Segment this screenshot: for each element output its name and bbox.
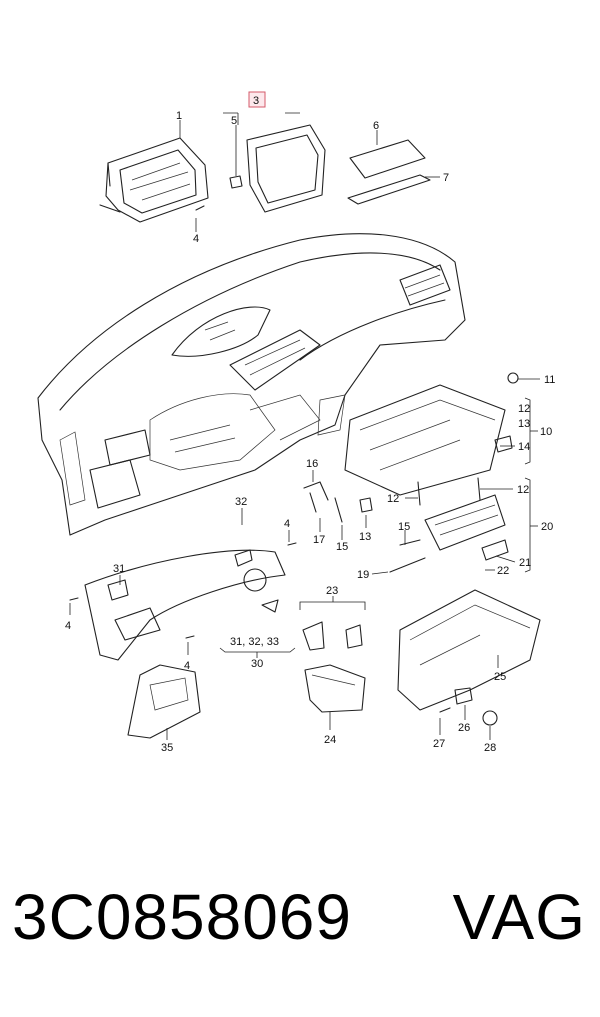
callout-7: 7 (443, 172, 449, 184)
callout-13a: 13 (518, 418, 530, 430)
callout-19: 19 (357, 569, 369, 581)
part-7-trim-strip (347, 174, 431, 205)
exploded-parts-diagram: 1 3 5 6 7 4 11 12 13 10 14 16 12 12 32 4… (37, 91, 555, 754)
part-23-clips (302, 621, 363, 651)
part-6-cover-panel (349, 139, 426, 179)
callout-27: 27 (433, 738, 445, 750)
callout-31-32-33: 31, 32, 33 (230, 636, 279, 648)
callout-13b: 13 (359, 531, 371, 543)
callout-35: 35 (161, 742, 173, 754)
callout-12c: 12 (387, 493, 399, 505)
callout-15a: 15 (398, 521, 410, 533)
callout-30: 30 (251, 658, 263, 670)
callout-6: 6 (373, 120, 379, 132)
callout-14: 14 (518, 441, 530, 453)
highlight-box-3 (248, 91, 266, 108)
part-lower-trim-panel (84, 549, 286, 661)
callout-17: 17 (313, 534, 325, 546)
dashboard-main-body (37, 233, 466, 536)
part-25-glove-box (397, 589, 541, 726)
callout-25: 25 (494, 671, 506, 683)
callout-23: 23 (326, 585, 338, 597)
callout-10: 10 (540, 426, 552, 438)
callout-15b: 15 (336, 541, 348, 553)
callout-labels: 1 3 5 6 7 4 11 12 13 10 14 16 12 12 32 4… (65, 95, 555, 754)
callout-4c: 4 (65, 620, 71, 632)
callout-16: 16 (306, 458, 318, 470)
part-10-air-duct-housing (344, 372, 519, 496)
callout-1: 1 (176, 110, 182, 122)
part-20-bracket (424, 494, 509, 561)
fasteners (69, 205, 481, 713)
callout-21: 21 (519, 557, 531, 569)
callout-4d: 4 (184, 660, 190, 672)
callout-12a: 12 (518, 403, 530, 415)
callout-12b: 12 (517, 484, 529, 496)
part-24-box (304, 664, 366, 713)
callout-32: 32 (235, 496, 247, 508)
callout-26: 26 (458, 722, 470, 734)
callout-11: 11 (544, 374, 555, 386)
callout-4a: 4 (193, 233, 199, 245)
part-35-storage-tray (127, 664, 201, 739)
brand-name: VAG (452, 881, 586, 953)
callout-4b: 4 (284, 518, 290, 530)
callout-24: 24 (324, 734, 336, 746)
footer: 3C0858069 VAG (0, 880, 600, 990)
callout-22: 22 (497, 565, 509, 577)
part-1-trim-frame (99, 137, 209, 223)
part-number: 3C0858069 (12, 881, 352, 953)
leader-lines (69, 112, 540, 740)
callout-28: 28 (484, 742, 496, 754)
part-3-display-frame (229, 124, 326, 213)
callout-5: 5 (231, 115, 237, 127)
callout-31: 31 (113, 563, 125, 575)
callout-20: 20 (541, 521, 553, 533)
callout-3: 3 (253, 95, 259, 107)
